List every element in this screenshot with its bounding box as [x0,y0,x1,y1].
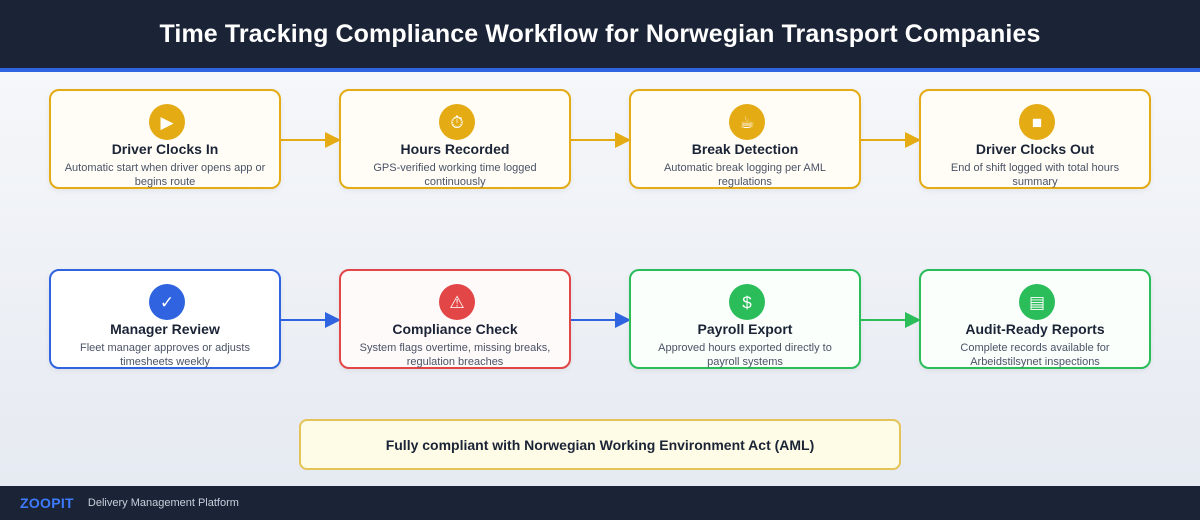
step-driver-clocks-in: ▶ Driver Clocks In Automatic start when … [49,89,281,189]
step-manager-review: ✓ Manager Review Fleet manager approves … [49,269,281,369]
step-title: Manager Review [110,321,220,337]
step-description: Approved hours exported directly to payr… [658,342,832,368]
step-title: Driver Clocks In [111,141,219,157]
coffee-icon: ☕ [729,104,765,140]
step-payroll-export: $ Payroll Export Approved hours exported… [629,269,861,369]
play-icon: ▶ [149,104,185,140]
step-description: Complete records available for Arbeidsti… [960,342,1110,368]
step-title: Hours Recorded [400,141,510,157]
step-title: Payroll Export [697,321,793,337]
step-title: Compliance Check [392,321,518,337]
step-title: Audit-Ready Reports [965,321,1105,337]
step-description: End of shift logged with total hours sum… [950,162,1120,188]
compliance-note: Fully compliant with Norwegian Working E… [299,419,901,470]
brand-logo: ZOOPIT [20,495,74,511]
step-audit-ready-reports: ▤ Audit-Ready Reports Complete records a… [919,269,1151,369]
step-driver-clocks-out: ■ Driver Clocks Out End of shift logged … [919,89,1151,189]
page-title: Time Tracking Compliance Workflow for No… [159,19,1041,48]
header: Time Tracking Compliance Workflow for No… [0,0,1200,68]
warning-icon: ⚠ [439,284,475,320]
step-title: Break Detection [691,141,799,157]
step-description: Fleet manager approves or adjusts timesh… [80,342,250,368]
checkmark-icon: ✓ [149,284,185,320]
footer-tagline: Delivery Management Platform [87,497,239,509]
header-accent-bar [0,68,1200,72]
step-description: System flags overtime, missing breaks, r… [359,342,551,368]
step-description: GPS-verified working time logged continu… [373,162,537,188]
document-icon: ▤ [1019,284,1055,320]
step-hours-recorded: ⏱ Hours Recorded GPS-verified working ti… [339,89,571,189]
money-bag-icon: $ [729,284,765,320]
step-break-detection: ☕ Break Detection Automatic break loggin… [629,89,861,189]
stopwatch-icon: ⏱ [439,104,475,140]
step-compliance-check: ⚠ Compliance Check System flags overtime… [339,269,571,369]
step-description: Automatic break logging per AML regulati… [663,162,827,188]
stop-icon: ■ [1019,104,1055,140]
step-title: Driver Clocks Out [975,141,1095,157]
step-description: Automatic start when driver opens app or… [64,162,266,188]
footer: ZOOPIT Delivery Management Platform [0,486,1200,520]
